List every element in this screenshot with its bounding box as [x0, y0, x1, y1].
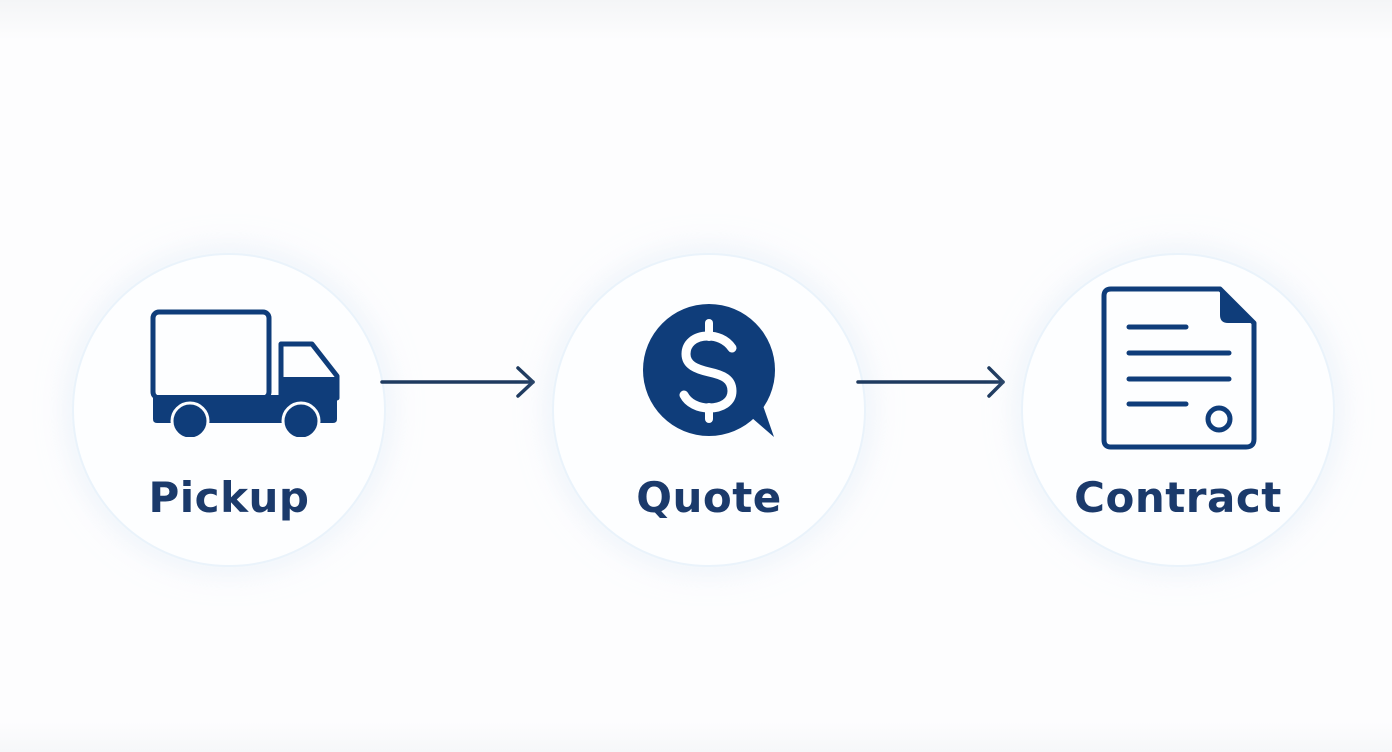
step-label-quote: Quote: [636, 473, 782, 522]
arrow-right-icon: [856, 366, 1005, 398]
step-contract: Contract: [1021, 253, 1335, 567]
top-haze: [0, 0, 1392, 40]
truck-icon: [150, 309, 340, 437]
bottom-haze: [0, 722, 1392, 752]
step-quote: Quote: [552, 253, 866, 567]
step-pickup: Pickup: [72, 253, 386, 567]
arrow-right-icon: [380, 366, 535, 398]
dollar-chat-icon: [643, 304, 775, 437]
contract-document-icon: [1101, 286, 1257, 450]
step-label-contract: Contract: [1074, 473, 1282, 522]
step-label-pickup: Pickup: [148, 473, 310, 522]
